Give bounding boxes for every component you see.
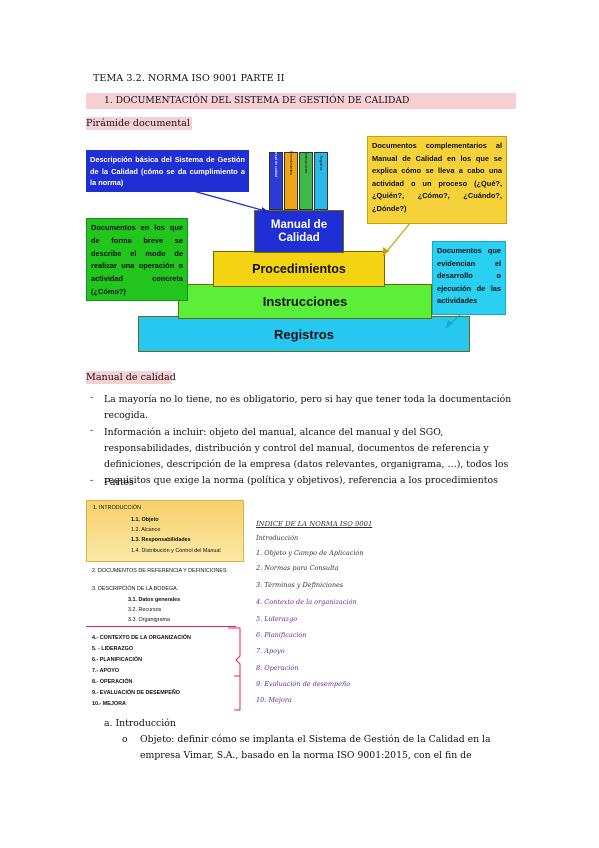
binder-registros: Registros bbox=[314, 152, 328, 210]
subtitle-highlight bbox=[86, 117, 192, 130]
pyramid-level-manual-label: Manual de Calidad bbox=[270, 218, 328, 244]
pyramid-level-procedimientos: Procedimientos bbox=[213, 251, 385, 287]
manual-index-image: 1. INTRODUCCIÓN 1.1. Objeto 1.2. Alcance… bbox=[86, 500, 244, 712]
index-item: 7.- APOYO bbox=[92, 668, 120, 674]
bullet-dash: - bbox=[90, 392, 94, 403]
callout-registros: Documentos que evidencian el desarrollo … bbox=[432, 241, 506, 315]
index-item: 9. Evaluación de desempeño bbox=[256, 680, 351, 688]
index-item: 3.3. Organigrama bbox=[128, 617, 170, 623]
document-title: TEMA 3.2. NORMA ISO 9001 PARTE II bbox=[93, 73, 285, 84]
section-heading: 1. DOCUMENTACIÓN DEL SISTEMA DE GESTIÓN … bbox=[104, 95, 410, 106]
pyramid-level-instrucciones: Instrucciones bbox=[178, 284, 432, 319]
binder-label: Instrucciones bbox=[304, 152, 308, 174]
bracket-decoration bbox=[228, 627, 241, 711]
pyramid-subtitle: Pirámide documental bbox=[86, 118, 190, 129]
index-item: 9.- EVALUACIÓN DE DESEMPEÑO bbox=[92, 690, 180, 696]
index-item: 3.2. Recursos bbox=[128, 607, 162, 613]
index-item: 2. DOCUMENTOS DE REFERENCIA Y DEFINICION… bbox=[92, 568, 227, 574]
callout-complementarios: Documentos complementarios al Manual de … bbox=[367, 136, 507, 224]
index-item: 6.- PLANIFICACIÓN bbox=[92, 657, 143, 663]
pyramid-level-registros-label: Registros bbox=[274, 326, 334, 342]
callout-manual-text: Descripción básica del Sistema de Gestió… bbox=[90, 155, 245, 187]
manual-subtitle: Manual de calidad bbox=[86, 372, 176, 383]
index-item: 3.1. Datos generales bbox=[128, 597, 181, 603]
index-item: 5. - LIDERAZGO bbox=[92, 646, 134, 652]
divider bbox=[86, 626, 236, 627]
binder-label: Manual de calidad bbox=[274, 148, 278, 178]
index-item: 5. Liderazgo bbox=[256, 615, 298, 623]
pyramid-level-instrucciones-label: Instrucciones bbox=[262, 294, 348, 309]
callout-registros-text: Documentos que evidencian el desarrollo … bbox=[437, 246, 501, 305]
bullet-circle: o bbox=[122, 734, 128, 745]
callout-instrucciones: Documentos en los que de forma breve se … bbox=[86, 218, 188, 301]
binder-label: Procedimientos bbox=[289, 150, 293, 176]
bullet-text: La mayoría no lo tiene, no es obligatori… bbox=[104, 394, 512, 421]
index-item: 4. Contexto de la organización bbox=[256, 598, 357, 606]
index-item: 3. Términos y Definiciones bbox=[256, 581, 344, 589]
pyramid-diagram: Registros Instrucciones Procedimientos M… bbox=[86, 136, 516, 368]
binder-manual: Manual de calidad bbox=[269, 148, 283, 210]
index-item: 1.4. Distribución y Control del Manual bbox=[131, 548, 221, 554]
list-item-intro: a. Introducción bbox=[104, 718, 176, 729]
index-intro-block: 1. INTRODUCCIÓN 1.1. Objeto 1.2. Alcance… bbox=[86, 500, 244, 562]
index-item: 7. Apoyo bbox=[256, 647, 285, 655]
index-title: ÍNDICE DE LA NORMA ISO 9001 bbox=[256, 520, 373, 528]
pyramid-level-procedimientos-label: Procedimientos bbox=[252, 262, 346, 276]
binder-instrucciones: Instrucciones bbox=[299, 152, 313, 210]
index-item: 1.3. Responsabilidades bbox=[131, 537, 191, 543]
index-item: 1. INTRODUCCIÓN bbox=[93, 505, 141, 511]
objeto-text: Objeto: definir cómo se implanta el Sist… bbox=[140, 734, 491, 761]
index-item: 4.- CONTEXTO DE LA ORGANIZACIÓN bbox=[92, 635, 191, 641]
index-item: 8. Operación bbox=[256, 664, 299, 672]
index-item: 6. Planificación bbox=[256, 631, 307, 639]
bullet-text: Información a incluir: objeto del manual… bbox=[104, 427, 509, 486]
callout-complementarios-text: Documentos complementarios al Manual de … bbox=[372, 141, 502, 213]
index-item: 1.2. Alcance bbox=[131, 527, 161, 533]
index-item: 1. Objeto y Campo de Aplicación bbox=[256, 549, 364, 557]
index-item: 1.1. Objeto bbox=[131, 517, 159, 523]
pyramid-level-registros: Registros bbox=[138, 316, 470, 352]
bullet-text: Partes bbox=[104, 477, 134, 488]
binder-label: Registros bbox=[319, 155, 323, 171]
index-item: 2. Normas para Consulta bbox=[256, 564, 339, 572]
pyramid-level-manual: Manual de Calidad bbox=[254, 210, 344, 253]
section-heading-bar: 1. DOCUMENTACIÓN DEL SISTEMA DE GESTIÓN … bbox=[86, 93, 516, 109]
subtitle-highlight bbox=[86, 371, 172, 384]
index-item: Introducción bbox=[256, 534, 299, 542]
bullet-dash: - bbox=[90, 475, 94, 486]
index-item: 10.- MEJORA bbox=[92, 701, 126, 707]
bullet-dash: - bbox=[90, 425, 94, 436]
callout-instrucciones-text: Documentos en los que de forma breve se … bbox=[91, 223, 183, 296]
index-item: 10. Mejora bbox=[256, 696, 292, 704]
norma-index-image: ÍNDICE DE LA NORMA ISO 9001 Introducción… bbox=[246, 500, 404, 710]
index-item: 8.- OPERACIÓN bbox=[92, 679, 133, 685]
binder-procedimientos: Procedimientos bbox=[284, 150, 298, 210]
index-item: 3. DESCRIPCIÓN DE LA BODEGA. bbox=[92, 586, 179, 592]
callout-manual: Descripción básica del Sistema de Gestió… bbox=[86, 150, 249, 192]
